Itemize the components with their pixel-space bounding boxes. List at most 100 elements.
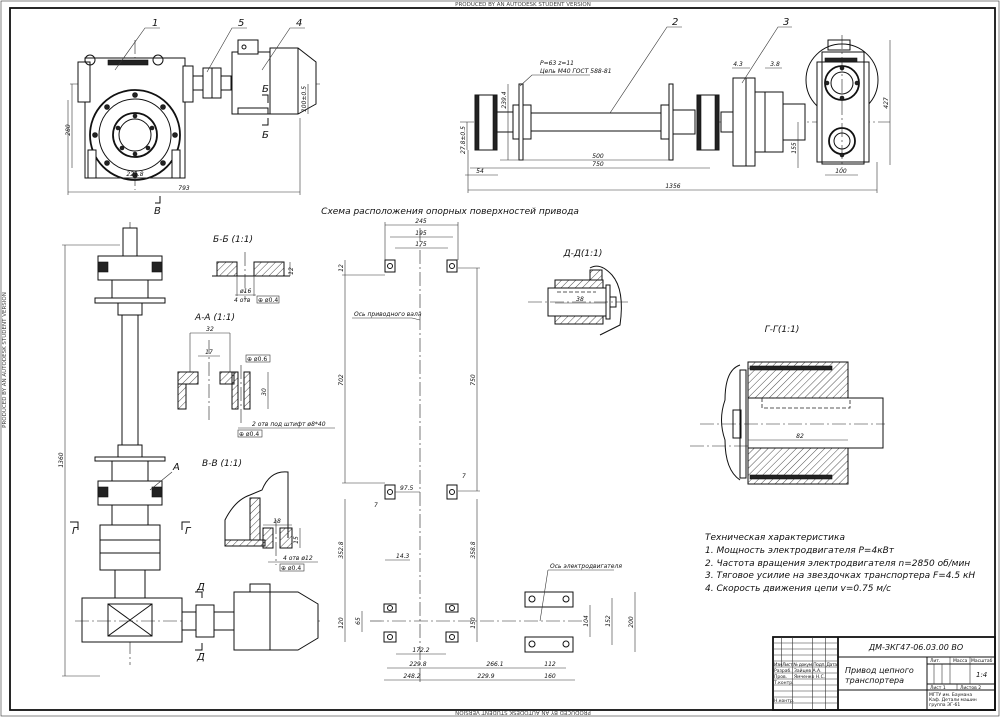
dim-155: 155 [791, 142, 798, 154]
dim-97-5: 97.5 [400, 485, 414, 492]
section-dd: Д-Д(1:1) 38 [528, 249, 628, 336]
dim-750: 750 [470, 374, 477, 386]
axis-motor-label: Ось электродвигателя [550, 563, 622, 570]
axis-shaft-label: Ось приводного вала [354, 311, 422, 318]
section-mark-d2: Д [196, 652, 205, 663]
dim-358-8: 358.8 [470, 541, 477, 558]
dim-150: 150 [470, 617, 477, 629]
tol-0-6: ⊕ ø0.6 [247, 356, 267, 363]
dim-12: 12 [288, 267, 295, 275]
plan-view-drive: 1360 А Г Г Д Д [58, 222, 320, 677]
dim-65: 65 [355, 617, 362, 625]
part-label-4: 4 [296, 18, 302, 29]
dim-12: 12 [338, 264, 345, 272]
dim-3-8: 3.8 [770, 61, 780, 68]
col-date: Дата [826, 662, 837, 668]
watermark-left: PRODUCED BY AN AUTODESK STUDENT VERSION [2, 292, 8, 428]
part-label-2: 2 [672, 17, 678, 28]
dim-27-8: 27.8±0.5 [460, 126, 467, 154]
dim-100: 100 [835, 168, 847, 175]
dim-7b: 7 [462, 473, 466, 480]
org-line-3: группа ЭГ-61 [929, 702, 960, 708]
front-view-drive: 221.8 793 280 100±0.5 1 5 4 Б Б В [65, 18, 320, 217]
dim-15: 15 [293, 536, 300, 544]
dim-112: 112 [544, 661, 556, 668]
watermark-top: PRODUCED BY AN AUTODESK STUDENT VERSION [455, 2, 591, 8]
section-gg: Г-Г(1:1) 82 [690, 325, 885, 485]
dim-1356: 1356 [665, 183, 680, 190]
checker-name: Ямченко Н.С. [794, 674, 825, 680]
dim-702: 702 [338, 374, 345, 386]
section-dd-title: Д-Д(1:1) [563, 249, 603, 259]
section-vv-title: В-В (1:1) [202, 459, 242, 469]
dim-195: 195 [415, 230, 427, 237]
technical-specification: Техническая характеристика 1. Мощность э… [705, 533, 975, 594]
section-gg-title: Г-Г(1:1) [765, 325, 800, 335]
watermark-bottom: PRODUCED BY AN AUTODESK STUDENT VERSION [455, 709, 591, 715]
row-developer: Разраб. [774, 668, 792, 674]
row-ncontrol: Н.контр. [774, 698, 794, 704]
spec-item: 1. Мощность электродвигателя P=4кВт [705, 546, 895, 556]
dim-7: 7 [374, 502, 378, 509]
section-bb-title: Б-Б (1:1) [213, 235, 253, 245]
dim-500: 500 [592, 153, 604, 160]
dim-172-2: 172.2 [412, 647, 429, 654]
layout-caption: Схема расположения опорных поверхностей … [321, 207, 579, 217]
dim-160: 160 [544, 673, 556, 680]
dim-175: 175 [415, 241, 427, 248]
sheet-count: Листов 2 [960, 685, 981, 691]
support-layout-plan: 245 195 175 12 702 750 Ось приводного ва… [338, 218, 636, 682]
spec-item: 4. Скорость движения цепи v=0.75 м/с [705, 584, 891, 594]
section-mark-b1: Б [262, 84, 269, 95]
dim-104: 104 [583, 615, 590, 627]
dim-4-3: 4.3 [733, 61, 743, 68]
dim-18: 18 [273, 518, 281, 525]
section-mark-d1: Д [196, 582, 205, 593]
dim-248-2: 248.2 [403, 673, 420, 680]
mass-label: Масса [953, 658, 968, 664]
dim-120: 120 [338, 617, 345, 629]
dim-30: 30 [261, 388, 268, 396]
hole-dia: ø16 [239, 288, 251, 295]
holes-note: 4 отв ø12 [283, 555, 313, 562]
spec-title: Техническая характеристика [705, 533, 845, 543]
title-block: Изм Лист № докум. Подп. Дата Разраб. Про… [772, 636, 996, 711]
pin-hole-note: 2 отв под штифт ø8*40 [252, 421, 326, 428]
dim-427: 427 [883, 97, 890, 109]
row-checker: Пров. [774, 674, 787, 680]
tol-0-4: ⊕ ø0.4 [239, 431, 259, 438]
col-sign: Подп. [813, 662, 825, 668]
scale-label: Масштаб [971, 658, 993, 664]
spec-item: 2. Частота вращения электродвигателя n=2… [705, 559, 970, 569]
dim-229-8: 229.8 [409, 661, 426, 668]
dim-750: 750 [592, 161, 604, 168]
lit-label: Лит. [930, 658, 940, 664]
dim-239-4: 239.4 [501, 91, 508, 108]
drawing-name-1: Привод цепного [845, 666, 914, 675]
dim-38: 38 [576, 296, 584, 303]
dim-32: 32 [206, 326, 214, 333]
dim-229-9: 229.9 [477, 673, 494, 680]
row-tcontrol: Т.контр. [773, 680, 794, 686]
part-label-5: 5 [238, 18, 244, 29]
dim-245: 245 [415, 218, 427, 225]
developer-name: Зайцев А.А. [794, 667, 822, 674]
section-mark-g2: Г [185, 526, 192, 537]
hole-count: 4 отв [234, 297, 251, 304]
org-line-1: МГТУ им. Баумана [929, 692, 972, 698]
dim-82: 82 [796, 433, 804, 440]
dim-266-1: 266.1 [486, 661, 503, 668]
dim-221-8: 221.8 [126, 171, 143, 178]
dim-793: 793 [178, 185, 190, 192]
section-vv: В-В (1:1) 18 15 4 отв ø12 ⊕ ø0.4 [202, 459, 318, 572]
org-line-2: Каф. Детали машин [929, 697, 977, 703]
col-izm: Изм [774, 662, 782, 668]
section-aa: А-А (1:1) 32 17 ⊕ ø0.6 30 2 отв под штиф… [177, 313, 335, 438]
tol-vv: ⊕ ø0.4 [281, 565, 301, 572]
chain-note-2: Цепь М40 ГОСТ 588-81 [540, 68, 612, 75]
part-label-1: 1 [152, 18, 158, 29]
section-mark-g1: Г [72, 526, 79, 537]
col-doc: № докум. [793, 662, 813, 668]
